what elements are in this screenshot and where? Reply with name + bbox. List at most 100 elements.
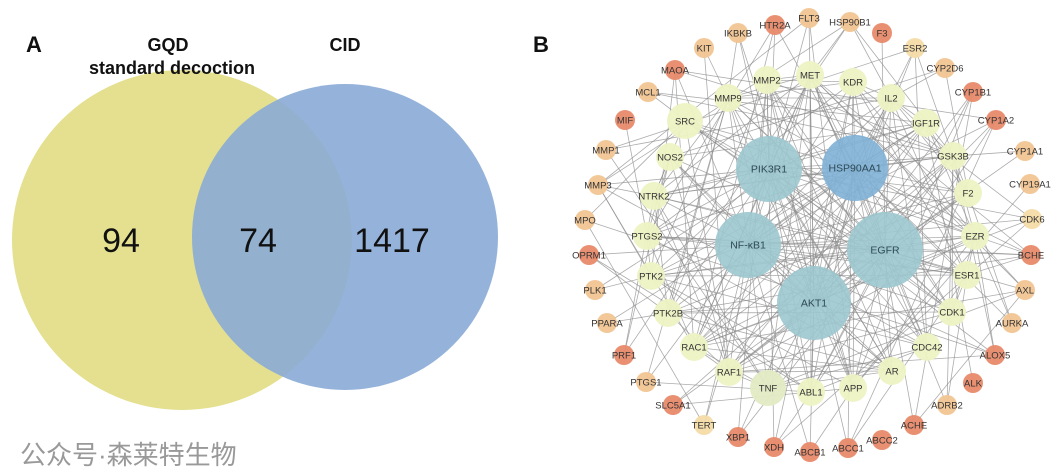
network-edge <box>951 155 954 313</box>
network-edge <box>650 275 854 389</box>
node-label: FLT3 <box>798 14 819 25</box>
node-circle <box>986 110 1006 130</box>
node-mmp2: MMP2 <box>753 66 781 94</box>
node-label: IKBKB <box>724 29 752 40</box>
network-edge <box>669 67 946 158</box>
node-oprm1: OPRM1 <box>572 245 606 265</box>
node-mpo: MPO <box>574 210 596 230</box>
node-label: PTGS2 <box>631 232 662 243</box>
node-axl: AXL <box>1015 280 1035 300</box>
node-circle <box>877 84 905 112</box>
network-edge <box>693 74 811 348</box>
node-circle <box>680 333 708 361</box>
node-label: APP <box>843 384 862 395</box>
node-circle <box>736 136 802 202</box>
network-edge <box>809 74 953 313</box>
node-circle <box>588 175 608 195</box>
node-label: MAOA <box>661 66 690 77</box>
node-label: CDK1 <box>939 308 964 319</box>
node-nos2: NOS2 <box>656 143 684 171</box>
node-adrb2: ADRB2 <box>931 395 963 415</box>
network-edge <box>747 244 996 356</box>
network-edge <box>747 244 811 453</box>
node-circle <box>637 262 665 290</box>
node-cyp1a2: CYP1A2 <box>978 110 1014 130</box>
network-edge <box>653 195 730 373</box>
network-edge <box>647 91 927 124</box>
node-label: EGFR <box>870 245 900 257</box>
node-circle <box>633 222 661 250</box>
node-label: CYP1A1 <box>1007 147 1043 158</box>
node-label: GSK3B <box>937 152 969 163</box>
node-circle <box>1022 209 1042 229</box>
node-prf1: PRF1 <box>612 345 636 365</box>
network-edge <box>914 47 954 157</box>
node-circle <box>656 143 684 171</box>
node-circle <box>937 395 957 415</box>
node-label: ESR2 <box>903 44 928 55</box>
node-kdr: KDR <box>839 68 867 96</box>
network-edge <box>944 67 969 194</box>
node-abcc1: ABCC1 <box>832 438 864 458</box>
node-cdk1: CDK1 <box>938 298 966 326</box>
node-circle <box>715 212 781 278</box>
network-edge <box>728 192 969 373</box>
node-nf-b1: NF-κB1 <box>715 212 781 278</box>
network-edge <box>890 97 968 276</box>
network-edge <box>588 254 669 314</box>
node-label: KIT <box>697 44 712 55</box>
node-circle <box>1015 280 1035 300</box>
node-circle <box>636 372 656 392</box>
node-label: CYP1B1 <box>955 88 991 99</box>
node-label: XDH <box>764 443 784 454</box>
network-edge <box>925 122 974 384</box>
node-akt1: AKT1 <box>777 266 851 340</box>
network-edge <box>766 79 928 348</box>
node-f3: F3 <box>872 23 892 43</box>
node-label: MIF <box>617 116 634 127</box>
node-label: MMP2 <box>753 76 780 87</box>
node-circle <box>750 370 786 406</box>
node-flt3: FLT3 <box>798 8 820 28</box>
cid-title: CID <box>330 35 361 55</box>
node-aurka: AURKA <box>996 313 1029 333</box>
cid-unique-count: 1417 <box>354 222 430 260</box>
venn-circle-cid <box>192 84 498 390</box>
node-label: TERT <box>692 421 717 432</box>
node-label: BCHE <box>1018 251 1044 262</box>
node-label: MMP9 <box>714 94 741 105</box>
network-edge <box>647 91 996 356</box>
network-edge <box>852 81 976 237</box>
node-ppara: PPARA <box>591 313 623 333</box>
node-src: SRC <box>667 103 703 139</box>
node-label: MMP3 <box>584 181 611 192</box>
network-edge <box>974 235 996 356</box>
network-edge <box>766 79 893 372</box>
node-circle <box>953 261 981 289</box>
network-edge <box>646 167 856 237</box>
venn-diagram: A GQD standard decoction CID 94 74 1417 <box>12 32 498 410</box>
node-circle <box>961 222 989 250</box>
node-label: SRC <box>675 117 695 128</box>
node-rac1: RAC1 <box>680 333 708 361</box>
network-edge <box>605 47 916 151</box>
node-tnf: TNF <box>750 370 786 406</box>
network-edge <box>727 97 953 313</box>
network-edge <box>890 97 969 194</box>
node-label: CYP19A1 <box>1009 180 1051 191</box>
node-circle <box>963 373 983 393</box>
node-circle <box>575 210 595 230</box>
node-label: PTK2 <box>639 272 663 283</box>
network-edge <box>849 21 892 99</box>
network-edge <box>847 119 997 449</box>
network-edge <box>728 311 953 373</box>
node-label: EZR <box>966 232 985 243</box>
node-hsp90aa1: HSP90AA1 <box>822 135 888 201</box>
node-circle <box>597 313 617 333</box>
node-circle <box>912 109 940 137</box>
network-edge <box>584 219 705 426</box>
node-label: HSP90B1 <box>829 18 871 29</box>
node-mcl1: MCL1 <box>635 82 661 102</box>
